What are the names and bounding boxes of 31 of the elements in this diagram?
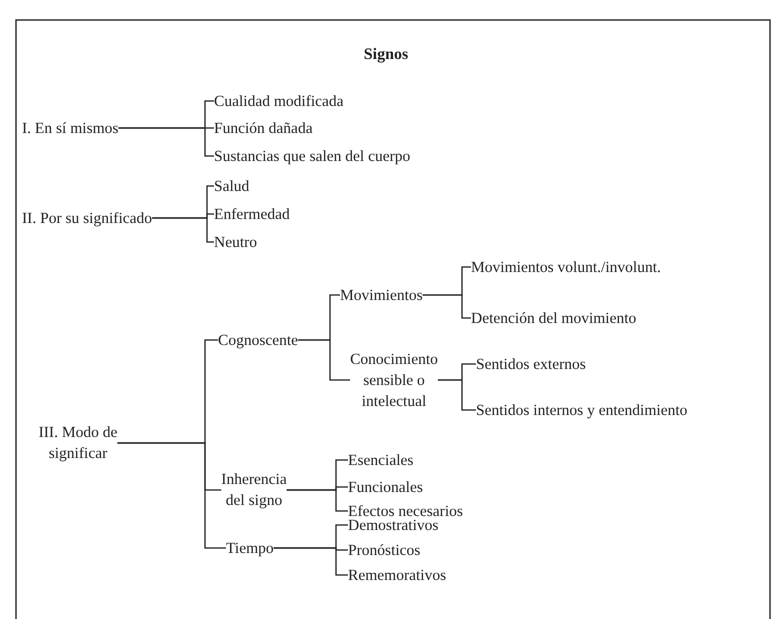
bracket-line: [118, 127, 214, 157]
bracket-line: [422, 294, 471, 319]
item-label: Salud: [214, 176, 250, 196]
item-label: Sentidos externos: [476, 354, 586, 374]
item-label: Rememorativos: [348, 564, 446, 586]
bracket-line: [274, 547, 348, 576]
category-label: Cognoscente: [218, 330, 298, 350]
item-label: Neutro: [214, 232, 258, 252]
category-label: I. En sí mismos: [22, 118, 118, 138]
item-label: Sentidos internos y entendimiento: [476, 400, 688, 420]
bracket-line: [298, 339, 350, 381]
item-label: Detención del movimiento: [471, 308, 636, 328]
item-label: Función dañada: [214, 118, 313, 138]
category-label: Inherencia del signo: [210, 469, 298, 511]
category-label: II. Por su significado: [22, 208, 152, 228]
item-label: Cualidad modificada: [214, 90, 344, 112]
item-label: Movimientos volunt./involunt.: [471, 256, 661, 278]
item-label: Pronósticos: [348, 540, 420, 560]
item-label: Enfermedad: [214, 204, 290, 224]
item-label: Sustancias que salen del cuerpo: [214, 146, 410, 166]
item-label: Funcionales: [348, 476, 423, 498]
category-label: Tiempo: [226, 538, 274, 558]
category-label: Movimientos: [340, 284, 423, 306]
bracket-line: [152, 217, 214, 243]
category-label: Conocimiento sensible o intelectual: [338, 348, 450, 412]
diagram-title: Signos: [362, 46, 410, 64]
bracket-line: [286, 489, 348, 512]
category-label: III. Modo de significar: [22, 422, 134, 464]
bracket-line: [117, 442, 226, 549]
bracket-line: [438, 379, 476, 411]
item-label: Esenciales: [348, 450, 414, 470]
